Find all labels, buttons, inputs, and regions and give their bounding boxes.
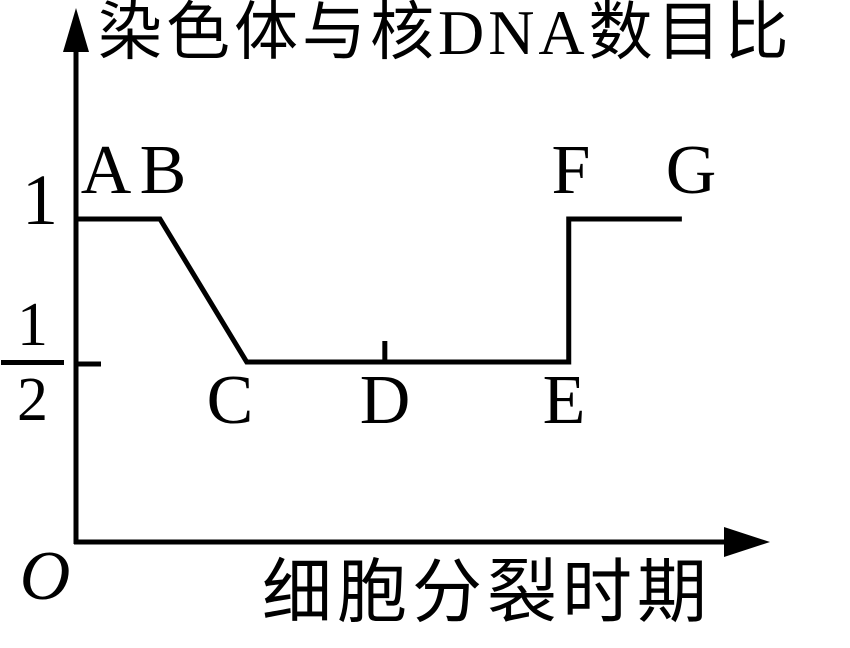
point-label-g: G bbox=[665, 132, 717, 209]
origin-label: O bbox=[19, 538, 71, 615]
fraction-numerator: 1 bbox=[17, 291, 48, 359]
fraction-denominator: 2 bbox=[17, 366, 48, 434]
point-label-d: D bbox=[359, 362, 411, 439]
point-label-e: E bbox=[542, 362, 586, 439]
ytick-label-1: 1 bbox=[22, 160, 58, 240]
y-axis-arrowhead bbox=[63, 8, 89, 52]
x-axis-arrowhead bbox=[724, 527, 770, 557]
point-label-b: B bbox=[139, 132, 187, 209]
point-label-c: C bbox=[206, 362, 254, 439]
point-label-a: A bbox=[80, 132, 132, 209]
x-axis-label: 细胞分裂时期 bbox=[262, 555, 712, 632]
chart-title: 染色体与核DNA数目比 bbox=[98, 0, 793, 68]
point-label-f: F bbox=[551, 132, 591, 209]
ratio-curve bbox=[76, 216, 682, 365]
ytick-label-one-half: 1 2 bbox=[1, 290, 64, 435]
fraction-bar bbox=[1, 360, 64, 365]
